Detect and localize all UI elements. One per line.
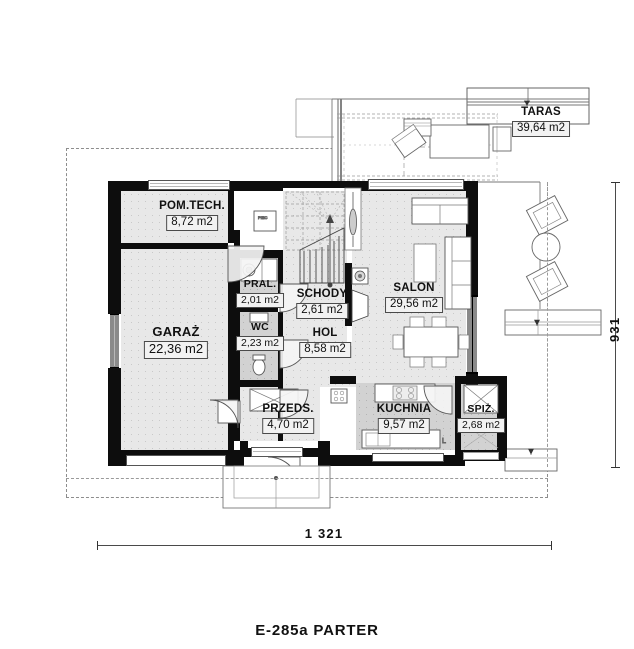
wall-pomtech-garaz — [121, 243, 228, 249]
dimension-label-horizontal: 1 321 — [304, 526, 344, 541]
room-name-garaz: GARAŻ — [152, 324, 200, 339]
room-area-przeds: 4,70 m2 — [262, 418, 314, 435]
dimension-tick-left — [97, 541, 98, 550]
room-label-salon: SALON 29,56 m2 — [385, 282, 443, 314]
wall-right-kitchen-top — [455, 376, 507, 384]
dimension-tick-top — [611, 182, 620, 183]
window-garage-left-frame-a — [110, 314, 119, 315]
room-area-kuchnia: 9,57 m2 — [378, 418, 430, 435]
wall-garaz-right-lower — [228, 249, 234, 454]
wall-top-middle — [234, 181, 283, 191]
wall-core-right — [278, 258, 283, 308]
room-label-wc: WC 2,23 m2 — [236, 321, 284, 352]
dimension-label-vertical: 931 — [607, 316, 622, 342]
boundary-line-left — [66, 148, 67, 497]
axis-line-vertical — [547, 182, 548, 467]
dimension-tick-right — [551, 541, 552, 550]
window-garage-left-glass — [114, 316, 115, 366]
room-name-kuchnia: KUCHNIA — [376, 403, 432, 415]
axis-line-horizontal — [66, 478, 548, 479]
room-label-pom-tech: POM.TECH. 8,72 m2 — [159, 200, 225, 232]
room-area-taras: 39,64 m2 — [512, 121, 570, 138]
wall-bottom-przeds — [240, 441, 248, 457]
wall-niche-right — [234, 230, 240, 250]
window-salon-top — [368, 179, 464, 190]
room-label-spiz: SPIŻ. 2,68 m2 — [457, 403, 505, 434]
dimension-tick-bottom — [611, 467, 620, 468]
room-label-pral: PRAL. 2,01 m2 — [236, 278, 284, 309]
window-pom-tech-glass-a — [150, 183, 228, 184]
room-label-hol: HOL 8,58 m2 — [299, 327, 351, 359]
room-area-pom-tech: 8,72 m2 — [166, 215, 218, 232]
window-pom-tech-glass-b — [150, 186, 228, 187]
room-name-przeds: PRZEDS. — [262, 403, 314, 415]
window-pom-tech — [148, 180, 230, 190]
wall-bottom-mid — [222, 450, 244, 466]
wall-bottom-left-stub — [108, 455, 135, 466]
wall-left-lower — [108, 368, 121, 466]
wall-stair-right-lower — [345, 263, 352, 325]
wall-garaz-right — [228, 191, 234, 243]
room-area-pral: 2,01 m2 — [236, 293, 284, 309]
room-name-salon: SALON — [393, 282, 435, 294]
window-salon-top-glass-a — [370, 182, 462, 183]
plan-title: E-285a PARTER — [255, 622, 379, 639]
door-salon-terrace-glass — [472, 297, 473, 372]
room-label-kuchnia: KUCHNIA 9,57 m2 — [376, 403, 432, 435]
room-name-spiz: SPIŻ. — [467, 403, 495, 415]
window-garage-left-frame-b — [110, 367, 119, 368]
svg-text:L: L — [442, 438, 446, 445]
garage-door — [126, 455, 226, 466]
room-area-salon: 29,56 m2 — [385, 297, 443, 314]
room-name-taras: TARAS — [521, 106, 561, 118]
window-entry-bottom-glass — [253, 451, 301, 452]
door-salon-terrace-edge-b — [466, 372, 478, 374]
wall-top-stair — [283, 181, 352, 188]
svg-text:PIEC: PIEC — [258, 215, 267, 220]
room-name-schody: SCHODY — [296, 288, 348, 300]
wall-pral-wc — [240, 307, 278, 312]
window-salon-top-glass-b — [370, 186, 462, 187]
room-name-pral: PRAL. — [243, 278, 277, 290]
wall-kitchen-spiz — [455, 383, 461, 453]
room-label-taras: TARAS 39,64 m2 — [512, 106, 570, 138]
boundary-line-top — [66, 148, 548, 149]
window-spiz-bottom — [463, 452, 499, 460]
room-label-garaz: GARAŻ 22,36 m2 — [143, 324, 209, 359]
room-area-schody: 2,61 m2 — [296, 303, 348, 320]
wall-left-upper — [108, 181, 121, 314]
room-name-pom-tech: POM.TECH. — [159, 200, 225, 212]
wall-bottom-garage — [121, 450, 233, 456]
dimension-line-horizontal — [97, 545, 551, 546]
room-area-spiz: 2,68 m2 — [457, 418, 505, 434]
door-salon-terrace-edge-a — [466, 295, 478, 297]
room-label-przeds: PRZEDS. 4,70 m2 — [262, 403, 314, 435]
room-area-garaz: 22,36 m2 — [143, 340, 209, 359]
wall-salon-hol — [345, 318, 352, 326]
room-label-schody: SCHODY 2,61 m2 — [296, 288, 348, 320]
room-area-hol: 8,58 m2 — [299, 342, 351, 359]
room-area-wc: 2,23 m2 — [236, 336, 284, 352]
room-name-wc: WC — [251, 321, 269, 333]
window-kitchen-bottom — [372, 453, 444, 462]
wall-bottom-hall — [318, 441, 330, 466]
dimension-line-vertical — [615, 182, 616, 467]
room-name-hol: HOL — [312, 327, 338, 339]
window-entry-bottom — [251, 447, 303, 457]
wall-wc-przeds — [240, 380, 278, 387]
wall-kitchen-left — [330, 376, 356, 384]
